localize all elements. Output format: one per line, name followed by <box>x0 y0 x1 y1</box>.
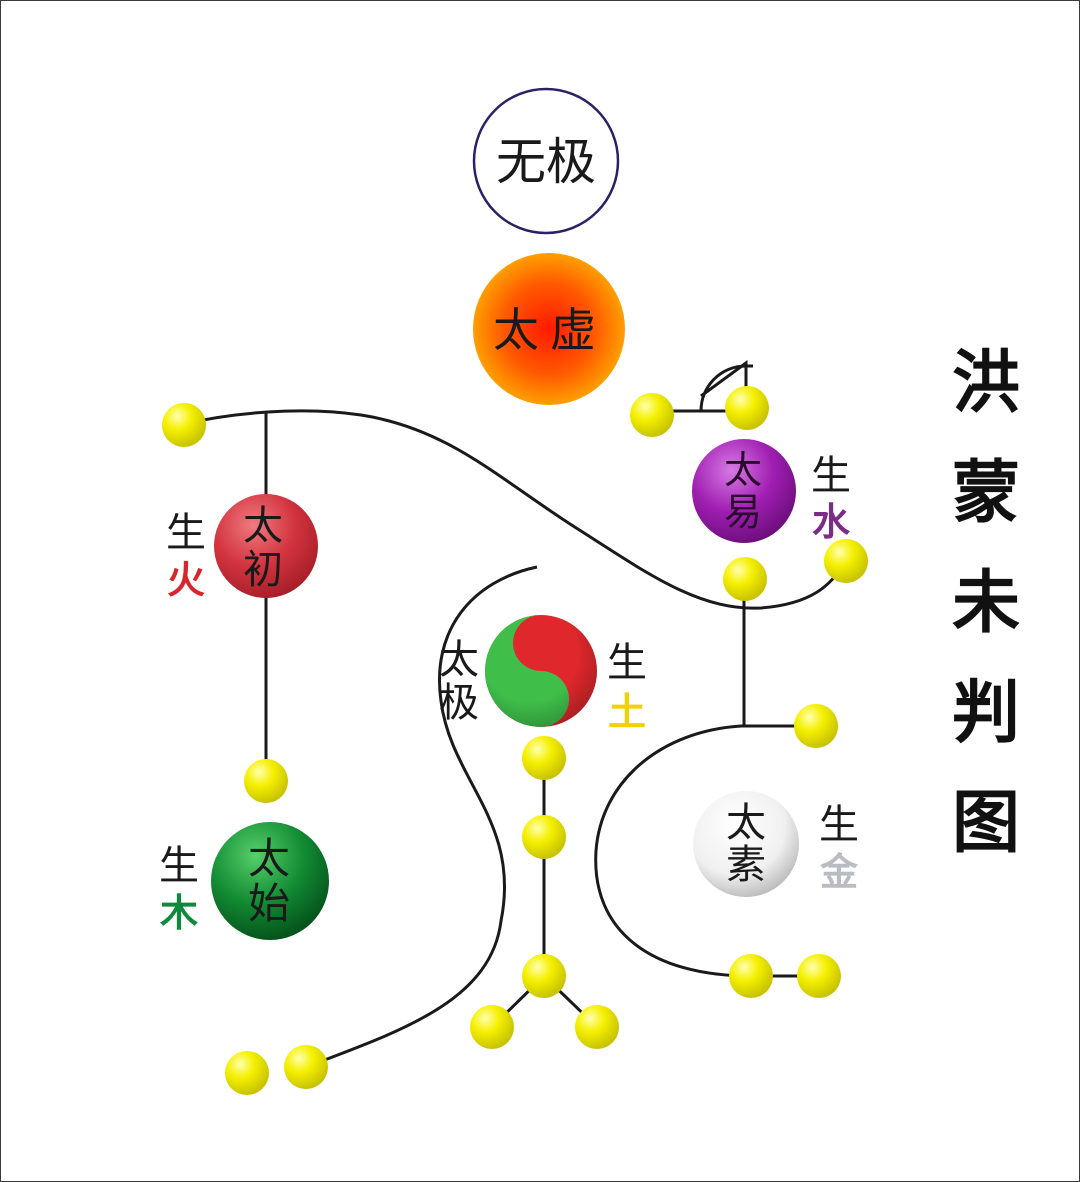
yellow-node <box>244 759 288 803</box>
wuji-node: 无极 <box>472 87 620 235</box>
yellow-node <box>794 704 838 748</box>
taiji-node: 太 极 生 土 <box>439 615 647 734</box>
title-char-2: 蒙 <box>952 454 1020 533</box>
yellow-node <box>522 954 566 998</box>
yellow-nodes <box>162 386 868 1095</box>
taiyi-char-1: 太 <box>724 448 762 492</box>
taisu-node: 太 素 生 金 <box>693 791 859 897</box>
title-char-5: 图 <box>952 784 1020 863</box>
yellow-node <box>575 1005 619 1049</box>
left-s-curve-line <box>305 565 538 1069</box>
taiji-char-2: 极 <box>439 680 479 726</box>
yellow-node <box>225 1051 269 1095</box>
taixu-node: 太 虚 <box>473 253 625 405</box>
yellow-node <box>162 403 206 447</box>
taiyi-sheng: 生 <box>811 453 851 499</box>
taisu-element: 金 <box>819 850 859 894</box>
title-char-4: 判 <box>952 674 1020 753</box>
taixu-sphere <box>473 253 625 405</box>
taishi-sphere <box>211 822 329 940</box>
yellow-node <box>284 1045 328 1089</box>
taishi-node: 太 始 生 木 <box>159 822 329 940</box>
taiyi-element: 水 <box>812 500 851 544</box>
taixu-char-1: 太 <box>493 303 539 357</box>
taisu-sheng: 生 <box>819 802 859 848</box>
taisu-sphere <box>693 791 799 897</box>
taiji-sheng: 生 <box>607 640 647 686</box>
yellow-node <box>630 393 674 437</box>
taichu-element: 火 <box>167 558 205 602</box>
taichu-sphere <box>214 494 318 598</box>
taichu-char-1: 太 <box>243 503 283 549</box>
yellow-node <box>522 815 566 859</box>
taixu-char-2: 虚 <box>550 303 596 357</box>
yellow-node <box>470 1005 514 1049</box>
top-left-curve-line <box>183 409 848 610</box>
right-curve-line <box>594 724 819 978</box>
yellow-node <box>725 386 769 430</box>
taishi-char-1: 太 <box>248 834 290 883</box>
wuji-circle <box>472 87 620 235</box>
title-char-3: 未 <box>952 564 1020 643</box>
taisu-char-1: 太 <box>726 800 766 846</box>
yellow-node <box>824 539 868 583</box>
taiyi-node: 太 易 生 水 <box>692 439 851 544</box>
yellow-node <box>729 954 773 998</box>
taishi-sheng: 生 <box>159 843 199 889</box>
taiji-yinyang-sphere <box>485 615 597 727</box>
taiji-element: 土 <box>608 690 646 734</box>
taichu-sheng: 生 <box>166 510 206 556</box>
taichu-char-2: 初 <box>243 547 283 593</box>
taichu-node: 太 初 生 火 <box>166 494 318 602</box>
yellow-node <box>723 557 767 601</box>
wuji-label: 无极 <box>496 133 596 191</box>
vertical-title: 洪 蒙 未 判 图 <box>952 344 1020 863</box>
taishi-element: 木 <box>160 891 198 935</box>
taishi-char-2: 始 <box>248 879 290 928</box>
title-char-1: 洪 <box>952 344 1020 423</box>
taiyi-char-2: 易 <box>724 490 762 534</box>
taisu-char-2: 素 <box>726 842 766 888</box>
taiji-char-1: 太 <box>439 637 479 683</box>
yellow-node <box>797 954 841 998</box>
yellow-node <box>522 736 566 780</box>
taiyi-sphere <box>692 439 796 543</box>
